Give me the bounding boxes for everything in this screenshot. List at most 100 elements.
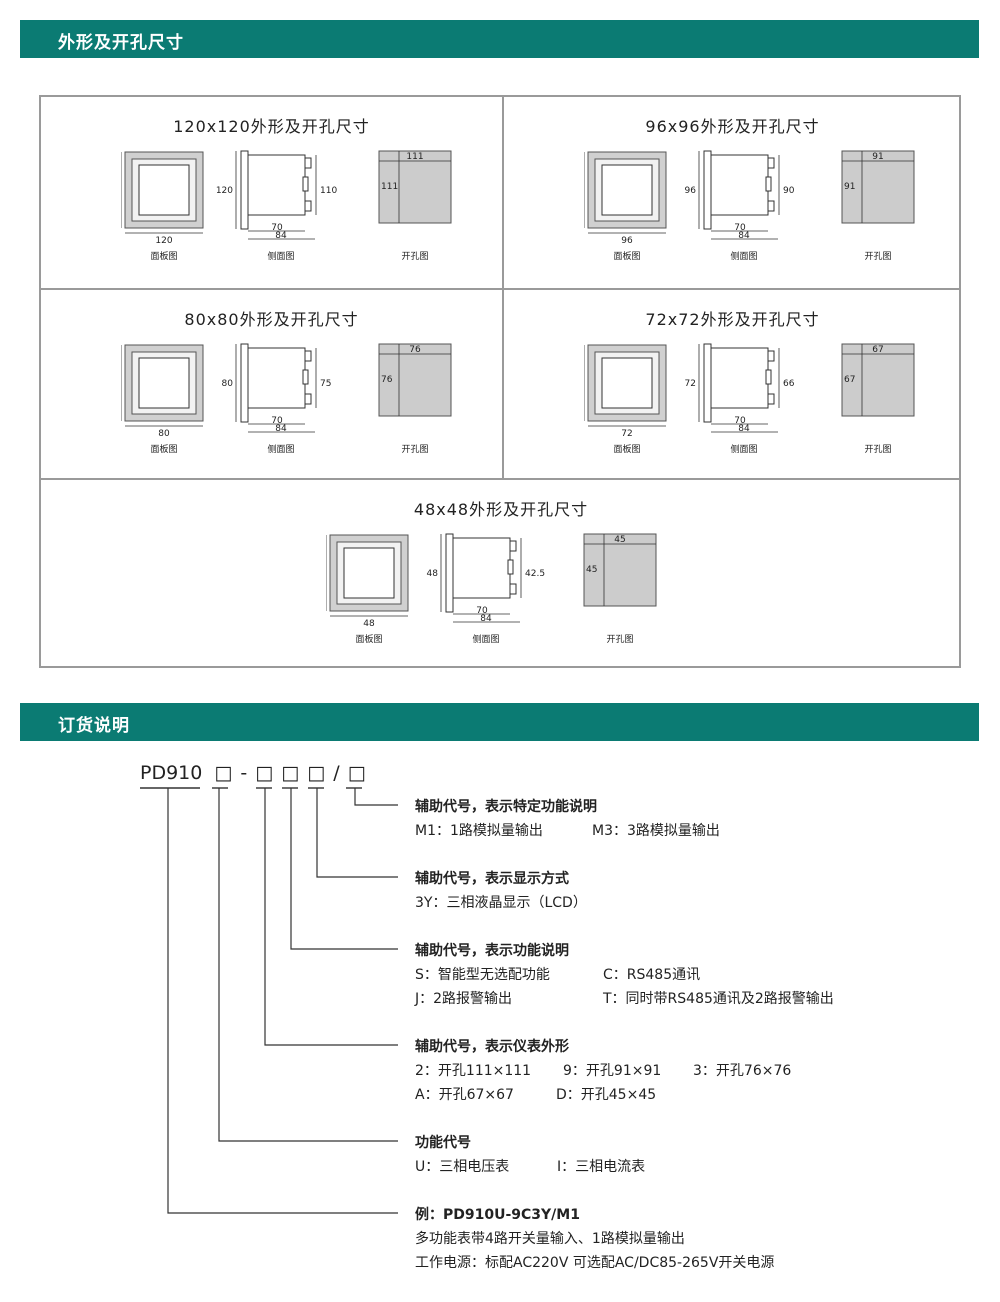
side-terminal (302, 176, 309, 192)
panel-window (138, 357, 190, 409)
side-body (710, 347, 769, 409)
size-cell: 80x80外形及开孔尺寸8080807570847676面板图侧面图开孔图 (41, 288, 502, 478)
dims-section-banner: 外形及开孔尺寸 (20, 20, 979, 58)
side-depth1-label: 70 (734, 223, 746, 233)
side-terminal (765, 369, 772, 385)
cutout-height-label: 111 (381, 182, 398, 192)
panel-window (601, 357, 653, 409)
cutout-height-label: 91 (844, 182, 855, 192)
order-option: C：RS485通讯 (603, 967, 701, 983)
size-drawing: 8080807570847676 (121, 343, 452, 439)
order-option: 2：开孔111×111 (415, 1063, 532, 1079)
panel-caption: 面板图 (355, 635, 383, 645)
cutout-square (841, 343, 915, 417)
side-clip-bottom (767, 393, 775, 405)
side-body-label: 42.5 (525, 569, 545, 579)
side-depth1-label: 70 (734, 416, 746, 426)
size-drawing: 9696969070849191 (584, 150, 915, 246)
side-clip-top (304, 157, 312, 169)
leader-line (290, 788, 398, 950)
order-group-heading: 例：PD910U-9C3Y/M1 (415, 1207, 580, 1223)
order-option: 3：开孔76×76 (693, 1063, 792, 1079)
side-caption: 侧面图 (267, 252, 295, 262)
side-clip-bottom (767, 200, 775, 212)
order-section-title: 订货说明 (58, 716, 130, 736)
side-body (710, 154, 769, 216)
side-clip-top (767, 350, 775, 362)
dims-section-title: 外形及开孔尺寸 (58, 33, 184, 53)
side-terminal (507, 559, 514, 575)
panel-width-label: 80 (158, 429, 170, 439)
side-height-label: 72 (685, 379, 696, 389)
side-depth2-label: 84 (275, 231, 287, 241)
size-title: 120x120外形及开孔尺寸 (173, 117, 370, 136)
order-option: 9：开孔91×91 (563, 1063, 662, 1079)
side-front-flange (240, 343, 249, 423)
side-clip-top (767, 157, 775, 169)
size-title: 80x80外形及开孔尺寸 (184, 310, 359, 329)
order-section-banner: 订货说明 (20, 703, 979, 741)
cutout-square (378, 343, 452, 417)
side-height-label: 48 (427, 569, 439, 579)
side-caption: 侧面图 (730, 252, 758, 262)
panel-window (601, 164, 653, 216)
order-option: A：开孔67×67 (415, 1087, 514, 1103)
size-cell: 120x120外形及开孔尺寸1201201201107084111111面板图侧… (41, 97, 502, 288)
order-option: 多功能表带4路开关量输入、1路模拟量输出 (415, 1231, 685, 1247)
cutout-caption: 开孔图 (401, 252, 429, 262)
model-prefix: PD910 (140, 762, 203, 784)
leader-line (316, 788, 398, 878)
leader-line (354, 788, 398, 806)
side-depth2-label: 84 (275, 424, 287, 434)
side-body (452, 537, 511, 599)
order-option: 3Y：三相液晶显示（LCD） (415, 895, 587, 911)
side-depth2-label: 84 (738, 231, 750, 241)
size-drawing: 1201201201107084111111 (121, 150, 452, 246)
panel-caption: 面板图 (613, 252, 641, 262)
side-terminal (302, 369, 309, 385)
side-clip-bottom (304, 393, 312, 405)
side-front-flange (445, 533, 454, 613)
side-caption: 侧面图 (267, 445, 295, 455)
side-body-label: 75 (320, 379, 331, 389)
side-depth1-label: 70 (271, 223, 283, 233)
model-code-boxes: □ - □ □ □ / □ (214, 762, 367, 784)
size-cell: 96x96外形及开孔尺寸9696969070849191面板图侧面图开孔图 (502, 97, 961, 288)
side-depth1-label: 70 (476, 606, 488, 616)
order-option: 工作电源：标配AC220V 可选配AC/DC85-265V开关电源 (415, 1255, 775, 1271)
order-option: J：2路报警输出 (415, 991, 513, 1007)
panel-width-label: 72 (621, 429, 632, 439)
panel-window (343, 547, 395, 599)
side-body (247, 347, 306, 409)
side-body (247, 154, 306, 216)
order-option: D：开孔45×45 (556, 1087, 657, 1103)
side-depth1-label: 70 (271, 416, 283, 426)
size-title: 96x96外形及开孔尺寸 (645, 117, 820, 136)
side-clip-top (304, 350, 312, 362)
side-body-label: 110 (320, 186, 337, 196)
side-body-label: 90 (783, 186, 795, 196)
dimension-drawings-table: 120x120外形及开孔尺寸1201201201107084111111面板图侧… (39, 95, 961, 668)
cutout-caption: 开孔图 (864, 445, 892, 455)
side-height-label: 80 (222, 379, 234, 389)
cutout-width-label: 67 (872, 345, 883, 355)
cutout-width-label: 45 (614, 535, 625, 545)
order-group-heading: 辅助代号，表示功能说明 (415, 943, 569, 959)
panel-width-label: 96 (621, 236, 633, 246)
side-terminal (765, 176, 772, 192)
panel-caption: 面板图 (150, 252, 178, 262)
cutout-caption: 开孔图 (401, 445, 429, 455)
order-option: M3：3路模拟量输出 (592, 823, 720, 839)
order-group-heading: 辅助代号，表示特定功能说明 (415, 799, 597, 815)
cutout-width-label: 111 (406, 152, 423, 162)
cutout-square (841, 150, 915, 224)
cutout-square (378, 150, 452, 224)
panel-window (138, 164, 190, 216)
order-option: U：三相电压表 (415, 1159, 510, 1175)
panel-width-label: 120 (155, 236, 172, 246)
side-front-flange (703, 343, 712, 423)
cutout-height-label: 76 (381, 375, 393, 385)
side-caption: 侧面图 (730, 445, 758, 455)
